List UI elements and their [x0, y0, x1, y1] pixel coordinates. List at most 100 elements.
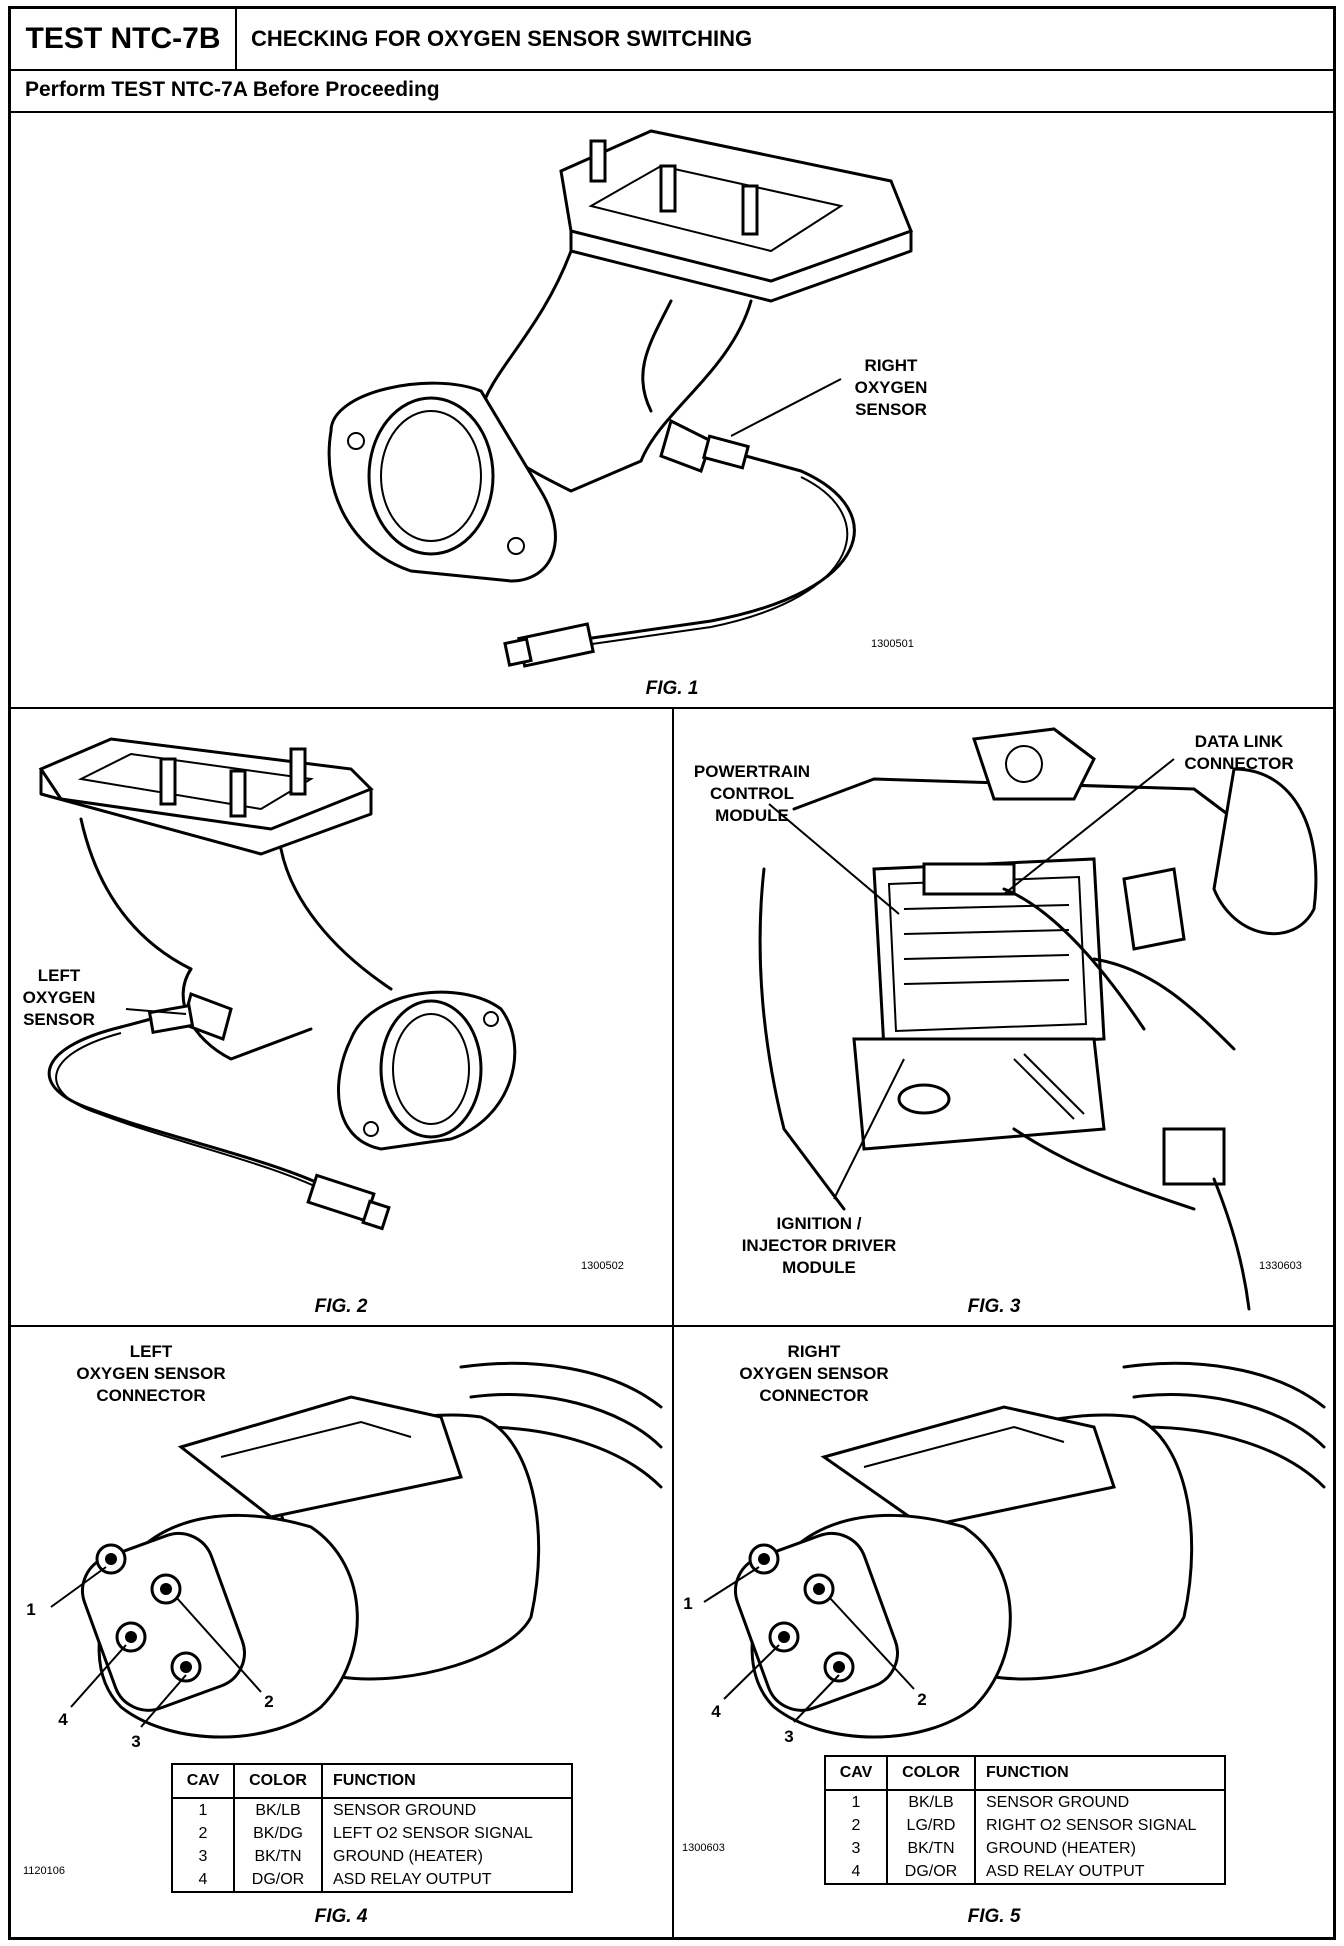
table-header-row: CAV COLOR FUNCTION: [172, 1764, 572, 1799]
right-o2-sensor-leader-line: [730, 378, 842, 437]
header-cav: CAV: [172, 1764, 234, 1799]
ignition-callout-line-2: INJECTOR DRIVER: [742, 1236, 897, 1255]
table-row: 3 BK/TN GROUND (HEATER): [825, 1837, 1225, 1860]
service-procedure-sheet: TEST NTC-7B CHECKING FOR OXYGEN SENSOR S…: [8, 6, 1336, 1940]
pin-1-leader: [703, 1566, 760, 1603]
table-row: 1 BK/LB SENSOR GROUND: [172, 1798, 572, 1822]
table-row: 4 DG/OR ASD RELAY OUTPUT: [172, 1868, 572, 1892]
pin-3-label: 3: [131, 1732, 140, 1751]
pcm-leader-line: [768, 803, 900, 915]
figure-2-caption: FIG. 2: [315, 1296, 368, 1317]
pin-2-leader: [175, 1596, 262, 1693]
figure-2-panel: LEFT OXYGEN SENSOR 1300502 FIG. 2: [11, 709, 674, 1327]
cav-cell: 2: [198, 1824, 208, 1842]
pin-4-leader: [70, 1644, 127, 1708]
figure-2-drawing: LEFT OXYGEN SENSOR 1300502 FIG. 2: [23, 737, 624, 1317]
connector-title-line-2: OXYGEN SENSOR: [76, 1364, 225, 1383]
function-cell: GROUND (HEATER): [974, 1837, 1225, 1860]
connector-title-line-1: RIGHT: [788, 1342, 842, 1361]
function-cell: GROUND (HEATER): [321, 1845, 572, 1868]
color-cell: DG/OR: [233, 1868, 322, 1892]
table-row: 2 BK/DG LEFT O2 SENSOR SIGNAL: [172, 1822, 572, 1845]
figure-1-caption: FIG. 1: [646, 678, 699, 699]
function-cell: LEFT O2 SENSOR SIGNAL: [321, 1822, 572, 1845]
pcm-callout-line-2: CONTROL: [710, 784, 794, 803]
function-cell: RIGHT O2 SENSOR SIGNAL: [974, 1814, 1225, 1837]
figure-1-code: 1300501: [871, 638, 914, 650]
test-title: CHECKING FOR OXYGEN SENSOR SWITCHING: [251, 26, 753, 51]
ignition-callout-line-3: MODULE: [782, 1258, 856, 1277]
figure-4-caption: FIG. 4: [315, 1906, 368, 1927]
function-cell: SENSOR GROUND: [321, 1798, 572, 1822]
figure-1-panel: RIGHT OXYGEN SENSOR 1300501 FIG. 1: [11, 111, 1333, 709]
table-row: 4 DG/OR ASD RELAY OUTPUT: [825, 1860, 1225, 1884]
pcm-callout-line-1: POWERTRAIN: [694, 762, 810, 781]
figure-3-panel: POWERTRAIN CONTROL MODULE DATA LINK CONN…: [674, 709, 1333, 1327]
callout-line-3: SENSOR: [855, 400, 927, 419]
connector-title-line-3: CONNECTOR: [96, 1386, 205, 1405]
figure-3-code: 1330603: [1259, 1260, 1302, 1272]
header-cav: CAV: [825, 1756, 887, 1791]
figure-1-drawing: RIGHT OXYGEN SENSOR 1300501 FIG. 1: [327, 129, 927, 699]
color-cell: BK/DG: [233, 1822, 322, 1845]
pin-1-leader: [50, 1566, 107, 1608]
header-row: TEST NTC-7B CHECKING FOR OXYGEN SENSOR S…: [11, 9, 1333, 71]
left-o2-pinout-table: CAV COLOR FUNCTION 1 BK/LB SENSOR GROUND…: [171, 1763, 573, 1893]
header-function: FUNCTION: [974, 1756, 1225, 1791]
color-cell: LG/RD: [886, 1814, 975, 1837]
figure-5-code: 1300603: [682, 1842, 725, 1854]
cav-cell: 2: [851, 1816, 861, 1834]
pin-2-leader: [828, 1596, 915, 1690]
cav-cell: 3: [198, 1847, 208, 1865]
color-cell: BK/LB: [233, 1798, 322, 1822]
pin-2-label: 2: [917, 1690, 926, 1709]
pin-2-label: 2: [264, 1692, 273, 1711]
figure-4-code: 1120106: [23, 1865, 65, 1877]
callout-line-3: SENSOR: [23, 1010, 95, 1029]
function-cell: ASD RELAY OUTPUT: [974, 1860, 1225, 1884]
figure-5-drawing: RIGHT OXYGEN SENSOR CONNECTOR 1: [682, 1342, 1326, 1927]
callout-line-1: RIGHT: [865, 356, 919, 375]
callout-line-1: LEFT: [38, 966, 81, 985]
color-cell: BK/TN: [886, 1837, 975, 1860]
figure-4-drawing: LEFT OXYGEN SENSOR CONNECTOR 1: [23, 1342, 663, 1927]
pin-3-leader: [140, 1674, 187, 1728]
table-row: 2 LG/RD RIGHT O2 SENSOR SIGNAL: [825, 1814, 1225, 1837]
dlc-leader-line: [1003, 758, 1175, 895]
figure-2-code: 1300502: [581, 1260, 624, 1272]
pin-1-label: 1: [26, 1600, 35, 1619]
cav-cell: 4: [198, 1870, 208, 1888]
right-o2-pinout-table: CAV COLOR FUNCTION 1 BK/LB SENSOR GROUND…: [824, 1755, 1226, 1885]
pcm-callout-line-3: MODULE: [715, 806, 789, 825]
function-cell: SENSOR GROUND: [974, 1790, 1225, 1814]
prerequisite-row: Perform TEST NTC-7A Before Proceeding: [11, 69, 1333, 113]
table-row: 1 BK/LB SENSOR GROUND: [825, 1790, 1225, 1814]
header-color: COLOR: [886, 1756, 975, 1791]
cav-cell: 1: [851, 1793, 861, 1811]
connector-title-line-2: OXYGEN SENSOR: [739, 1364, 888, 1383]
cav-cell: 4: [851, 1862, 861, 1880]
prerequisite-note: Perform TEST NTC-7A Before Proceeding: [25, 78, 440, 101]
dlc-callout-line-1: DATA LINK: [1195, 732, 1284, 751]
left-o2-sensor-leader-line: [125, 1008, 187, 1015]
function-cell: ASD RELAY OUTPUT: [321, 1868, 572, 1892]
cav-cell: 1: [198, 1801, 208, 1819]
connector-title-line-3: CONNECTOR: [759, 1386, 868, 1405]
color-cell: DG/OR: [886, 1860, 975, 1884]
pin-3-leader: [793, 1674, 840, 1723]
dlc-callout-line-2: CONNECTOR: [1184, 754, 1293, 773]
ignition-callout-line-1: IGNITION /: [777, 1214, 862, 1233]
ignition-module-leader-line: [833, 1058, 905, 1200]
right-o2-connector-illustration: [734, 1361, 1326, 1739]
test-id: TEST NTC-7B: [11, 9, 237, 69]
figure-3-caption: FIG. 3: [968, 1296, 1021, 1317]
color-cell: BK/TN: [233, 1845, 322, 1868]
header-color: COLOR: [233, 1764, 322, 1799]
cav-cell: 3: [851, 1839, 861, 1857]
pin-4-label: 4: [58, 1710, 68, 1729]
right-exhaust-manifold-illustration: [327, 129, 913, 668]
pin-1-label: 1: [683, 1594, 692, 1613]
header-function: FUNCTION: [321, 1764, 572, 1799]
table-row: 3 BK/TN GROUND (HEATER): [172, 1845, 572, 1868]
color-cell: BK/LB: [886, 1790, 975, 1814]
